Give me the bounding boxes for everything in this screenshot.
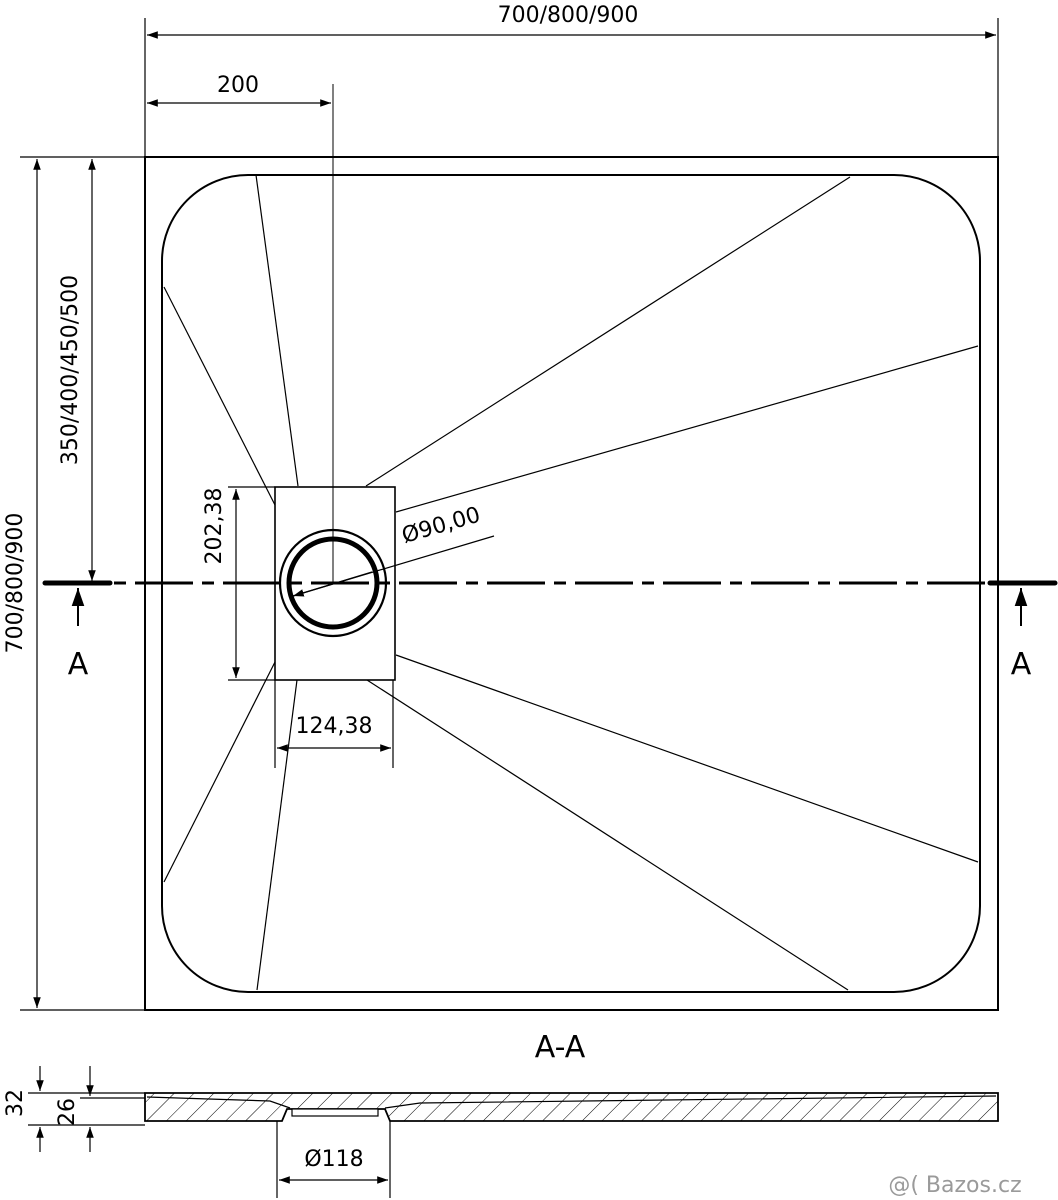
dim-section-edge-thickness: 26 <box>55 1098 80 1126</box>
dim-drain-offset-y: 350/400/450/500 <box>58 275 83 465</box>
dim-section-total-thickness: 32 <box>3 1089 28 1117</box>
section-label-right: A <box>1011 647 1032 682</box>
plan-view: A A <box>42 84 1058 1011</box>
slope-lines <box>163 174 979 991</box>
section-title: A-A <box>535 1030 586 1065</box>
dim-drain-box-width: 124,38 <box>296 714 373 739</box>
dim-overall-width: 700/800/900 <box>498 3 639 28</box>
dim-drain-diameter: Ø90,00 <box>399 503 483 549</box>
dim-drain-box-height: 202,38 <box>202 488 227 565</box>
section-slope-line <box>146 1095 997 1109</box>
section-outlet <box>291 1108 379 1117</box>
section-label-left: A <box>68 647 89 682</box>
dim-outlet-diameter: Ø118 <box>304 1147 363 1172</box>
section-dimension-labels: 32 26 Ø118 <box>3 1089 364 1172</box>
dim-overall-length: 700/800/900 <box>3 513 28 654</box>
section-profile <box>144 1092 999 1122</box>
watermark: @( Bazos.cz <box>888 1173 1021 1198</box>
dim-drain-offset-x: 200 <box>217 73 259 98</box>
dimension-lines <box>20 18 999 1011</box>
section-view <box>144 1092 999 1122</box>
section-dimension-lines <box>28 1066 391 1198</box>
